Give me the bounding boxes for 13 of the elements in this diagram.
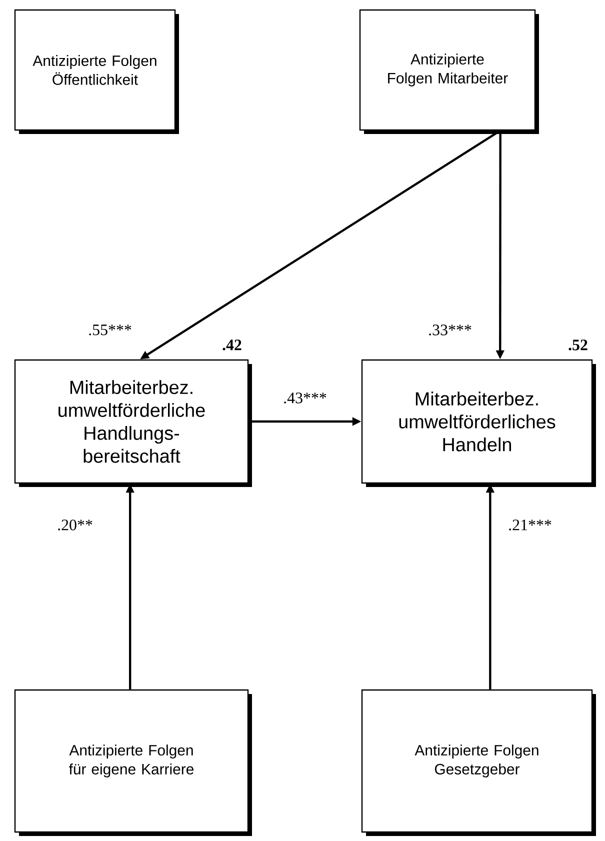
r-squared-label: .42 (222, 340, 242, 350)
edge-label: .43*** (284, 392, 326, 404)
edge-label: .20** (58, 520, 92, 530)
edge-label: .55*** (89, 324, 132, 336)
edge-label: .21*** (509, 520, 552, 530)
process-box: Antizipierte Folgen Öffentlichkeit (14, 9, 179, 134)
edge-label: .33*** (429, 324, 472, 336)
process-box: Antizipierte Folgen Mitarbeiter (359, 9, 539, 134)
process-box: Antizipierte Folgen Gesetzgeber (361, 689, 596, 836)
process-box: Mitarbeiterbez. umweltförderliches Handeln (361, 359, 596, 487)
process-box: Antizipierte Folgen für eigene Karriere (14, 689, 252, 836)
r-squared-label: .52 (568, 340, 588, 350)
process-box: Mitarbeiterbez. umweltförderliche Handlungs- bereitschaft (14, 359, 252, 487)
